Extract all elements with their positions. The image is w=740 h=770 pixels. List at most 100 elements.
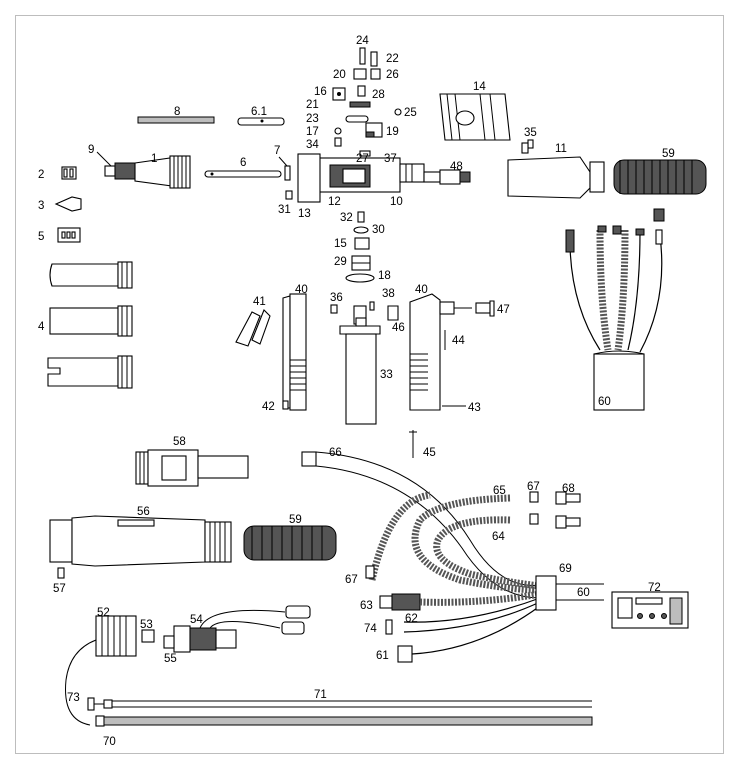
part-27-spring: [359, 150, 371, 157]
part-24-pin: [359, 47, 366, 65]
callout-22: 22: [386, 53, 399, 65]
callout-20: 20: [333, 69, 346, 81]
callout-30: 30: [372, 224, 385, 236]
part-72-control-panel: [611, 591, 689, 629]
part-3-contact-tip: [54, 196, 82, 212]
callout-63: 63: [360, 600, 373, 612]
callout-2: 2: [38, 169, 44, 181]
part-6-1-pin: [237, 117, 285, 126]
part-28-sleeve: [357, 85, 366, 97]
callout-37: 37: [384, 153, 397, 165]
part-41-clip: [235, 309, 271, 347]
callout-18: 18: [378, 270, 391, 282]
callout-31: 31: [278, 204, 291, 216]
callout-21: 21: [306, 99, 319, 111]
part-65-braided-hose: [368, 491, 541, 594]
part-21-strip: [349, 101, 371, 108]
part-7-insert: [278, 156, 291, 181]
callout-64: 64: [492, 531, 505, 543]
part-61-connector: [397, 605, 541, 663]
callout-48: 48: [450, 161, 463, 173]
part-19-clip: [365, 122, 383, 138]
part-36-screw: [330, 304, 338, 314]
callout-71: 71: [314, 689, 327, 701]
callout-32: 32: [340, 212, 353, 224]
part-2-contact-tip-holder: [61, 166, 77, 180]
callout-38: 38: [382, 288, 395, 300]
callout-11: 11: [555, 143, 567, 155]
part-34-screw: [334, 137, 342, 147]
part-16-block: [332, 87, 346, 101]
part-4-nozzle-slotted: [47, 355, 133, 389]
callout-55: 55: [164, 653, 177, 665]
callout-72: 72: [648, 582, 661, 594]
part-71-liner: [103, 699, 592, 709]
part-33-trigger-assembly: [339, 305, 381, 425]
callout-29: 29: [334, 256, 347, 268]
callout-59-upper: 59: [662, 148, 675, 160]
callout-23: 23: [306, 113, 319, 125]
part-29-trigger: [351, 255, 371, 271]
part-25-washer: [394, 108, 402, 116]
callout-33: 33: [380, 369, 393, 381]
callout-66: 66: [329, 447, 342, 459]
callout-24: 24: [356, 35, 369, 47]
callout-59-lower: 59: [289, 514, 302, 526]
callout-60-upper: 60: [598, 396, 611, 408]
callout-67-lower: 67: [345, 574, 358, 586]
callout-6-1: 6.1: [251, 106, 267, 118]
callout-15: 15: [334, 238, 347, 250]
callout-60-lower: 60: [577, 587, 590, 599]
part-20-bushing: [353, 68, 367, 80]
part-38-pin: [369, 301, 375, 311]
part-31-screw: [285, 190, 293, 200]
callout-54: 54: [190, 614, 203, 626]
callout-36: 36: [330, 292, 343, 304]
callout-40-right: 40: [415, 284, 428, 296]
callout-53: 53: [140, 619, 153, 631]
callout-13: 13: [298, 208, 311, 220]
part-52-knurled-nut: [95, 615, 137, 657]
callout-3: 3: [38, 200, 44, 212]
drawing-frame: [15, 15, 724, 754]
callout-27: 27: [356, 153, 369, 165]
part-54-switch-assembly: [173, 605, 311, 653]
part-63-connector: [379, 590, 541, 611]
callout-14: 14: [473, 81, 486, 93]
callout-34: 34: [306, 139, 319, 151]
part-32-screw: [357, 211, 365, 223]
part-17-nut: [334, 127, 342, 135]
part-14-grip: [439, 93, 511, 141]
callout-58: 58: [173, 436, 186, 448]
part-53-clip: [141, 629, 155, 643]
callout-1: 1: [151, 153, 157, 165]
callout-35: 35: [524, 127, 537, 139]
part-60-cable-upper: [565, 208, 665, 411]
callout-61: 61: [376, 650, 389, 662]
callout-69: 69: [559, 563, 572, 575]
callout-4: 4: [38, 321, 45, 333]
part-67-fittings: [365, 491, 539, 579]
callout-68: 68: [562, 483, 575, 495]
part-11-handle-rear: [507, 142, 605, 199]
part-58-connector: [135, 449, 249, 487]
part-70-hose: [95, 715, 593, 727]
callout-9: 9: [88, 144, 94, 156]
callout-52: 52: [97, 607, 110, 619]
callout-25: 25: [404, 107, 417, 119]
callout-65: 65: [493, 485, 506, 497]
callout-46: 46: [392, 322, 405, 334]
callout-47: 47: [497, 304, 510, 316]
part-18-plate: [345, 273, 375, 283]
callout-5: 5: [38, 231, 44, 243]
callout-70: 70: [103, 736, 116, 748]
part-59-spring-upper: [613, 159, 707, 195]
part-74-clip: [385, 619, 393, 635]
part-73-cable: [65, 639, 104, 726]
callout-16: 16: [314, 86, 327, 98]
callout-6: 6: [240, 157, 246, 169]
callout-7: 7: [274, 145, 280, 157]
callout-74: 74: [364, 623, 377, 635]
callout-28: 28: [372, 89, 385, 101]
